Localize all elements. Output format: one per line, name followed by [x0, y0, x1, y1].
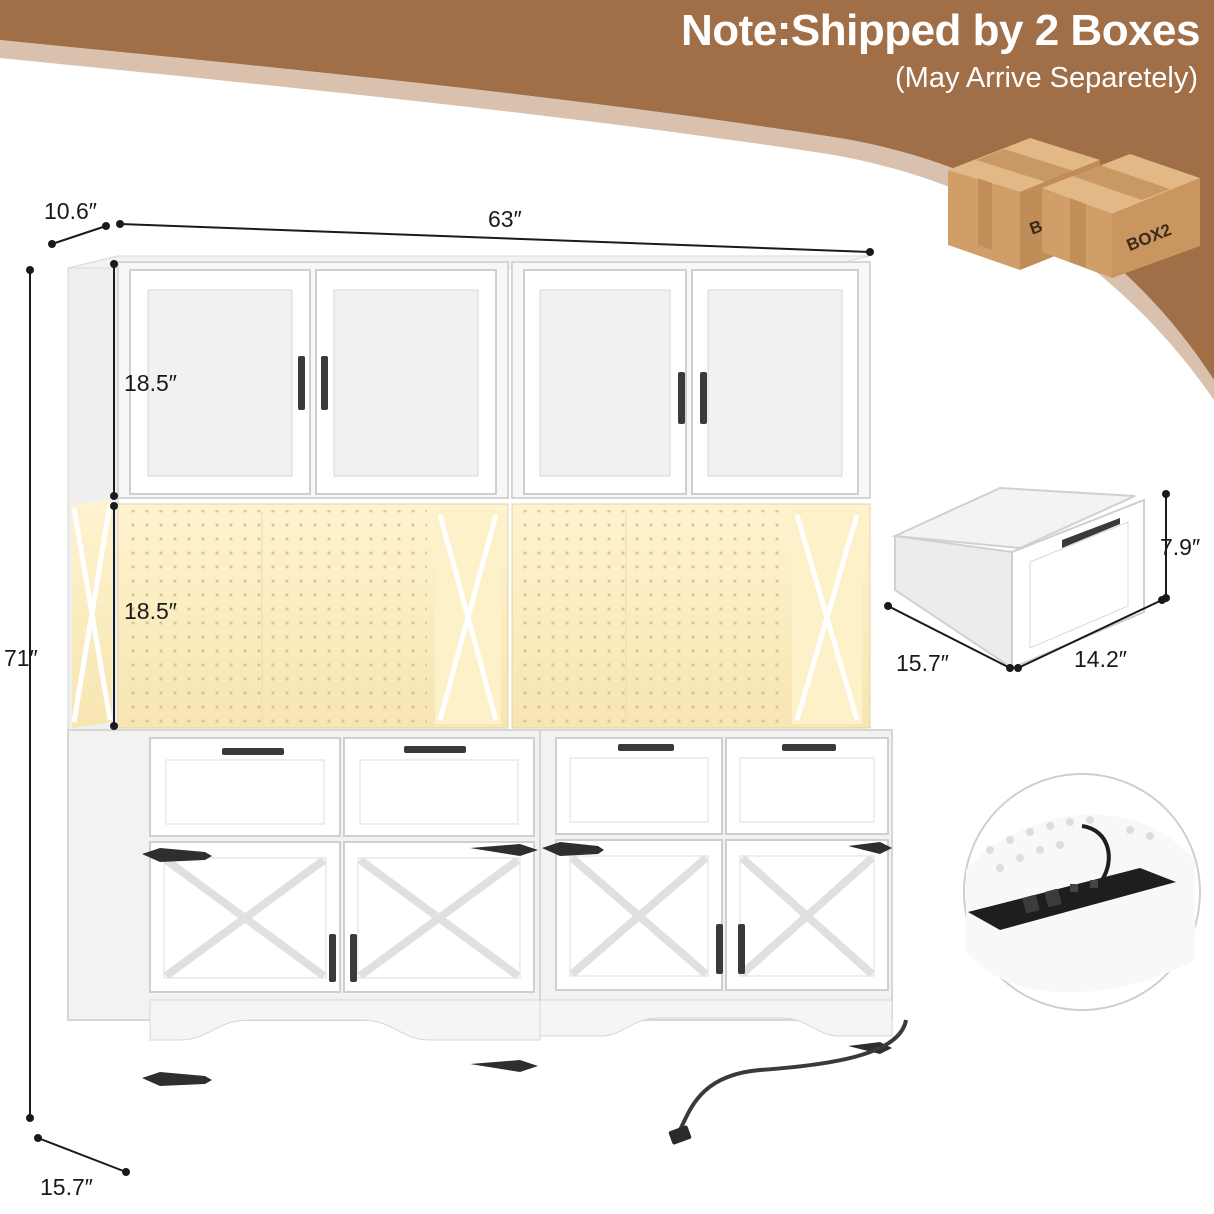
upper-cabinet-height-label: 18.5″ [124, 370, 177, 396]
dimension-lines [26, 220, 874, 1176]
box2-illustration [1042, 154, 1200, 278]
cabinet-height-label: 71″ [4, 645, 38, 671]
pegboard-height-label: 18.5″ [124, 598, 177, 624]
shipping-boxes-illustration [948, 138, 1200, 278]
right-hutch-upper-cabinet [511, 261, 871, 499]
base-cabinet [67, 729, 893, 1086]
power-cord [678, 1019, 908, 1131]
cabinet-depth-bottom-label: 15.7″ [40, 1174, 93, 1200]
left-hutch-upper-cabinet [117, 261, 509, 499]
cabinet-width-label: 63″ [488, 206, 522, 232]
shipping-note-subtitle: (May Arrive Separetely) [895, 62, 1198, 94]
shipping-note-title: Note:Shipped by 2 Boxes [680, 6, 1201, 55]
drawer-depth-label: 15.7″ [896, 650, 949, 676]
left-pegboard-section [117, 503, 509, 729]
drawer-dimension-lines [884, 490, 1170, 672]
drawer-width-label: 14.2″ [1074, 646, 1127, 672]
power-plug [668, 1125, 692, 1145]
drawer-detail-illustration [891, 486, 1145, 670]
power-strip-detail [963, 773, 1201, 1011]
right-pegboard-section [511, 503, 871, 729]
cabinet-depth-top-label: 10.6″ [44, 198, 97, 224]
drawer-height-label: 7.9″ [1160, 534, 1201, 560]
